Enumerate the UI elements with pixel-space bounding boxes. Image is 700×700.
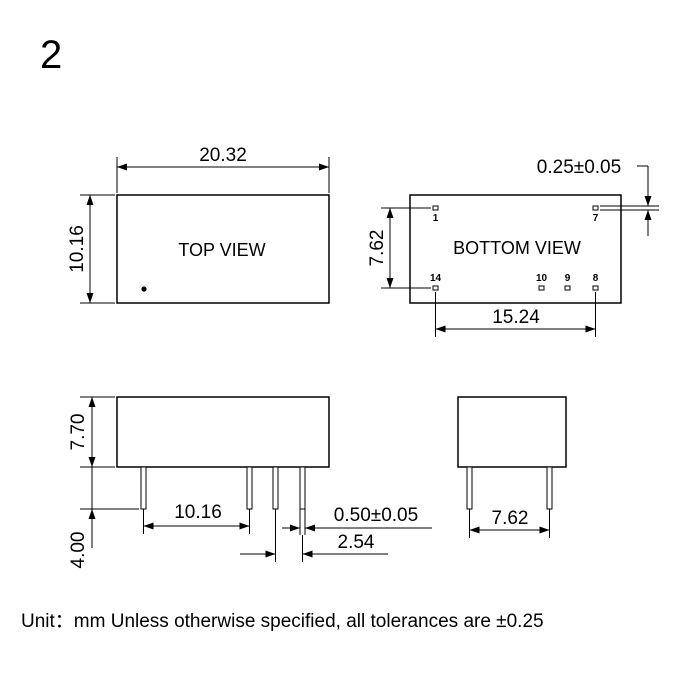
bottom-view-body bbox=[409, 194, 622, 304]
dim-pin-spacing-10-label: 10.16 bbox=[174, 502, 222, 523]
pin-pad-1 bbox=[432, 205, 439, 211]
dim-pin-row-spacing-label: 7.62 bbox=[367, 230, 388, 267]
dim-length: 20.32 bbox=[116, 145, 330, 193]
dim-side-pin-spacing-label: 7.62 bbox=[492, 508, 529, 529]
bottom-view: BOTTOM VIEW 1 7 14 10 9 8 7.62 bbox=[367, 157, 659, 337]
pin-pad-9 bbox=[564, 285, 571, 291]
dim-pin-width-label: 0.50±0.05 bbox=[334, 505, 418, 526]
dim-pin-spacing-10: 10.16 bbox=[143, 502, 250, 534]
top-view-body bbox=[116, 194, 330, 304]
side-view-body bbox=[457, 396, 567, 468]
pin-label-8: 8 bbox=[593, 273, 599, 284]
front-pin-3 bbox=[272, 466, 279, 510]
top-view-label: TOP VIEW bbox=[178, 240, 265, 260]
unit-note: Unit：mm Unless otherwise specified, all … bbox=[21, 611, 544, 632]
dim-pin-span: 15.24 bbox=[435, 292, 596, 337]
pin-label-10: 10 bbox=[536, 273, 548, 284]
side-pin-left bbox=[466, 466, 473, 510]
dim-height: 7.70 bbox=[68, 396, 115, 468]
pin-label-1: 1 bbox=[433, 213, 439, 224]
pin-pad-8 bbox=[592, 285, 599, 291]
dim-pin-length-label: 4.00 bbox=[68, 532, 89, 569]
dim-length-label: 20.32 bbox=[199, 145, 247, 166]
dim-pin-span-label: 15.24 bbox=[492, 307, 540, 328]
pin-label-7: 7 bbox=[593, 213, 599, 224]
front-pin-1 bbox=[140, 466, 147, 510]
pin-pad-14 bbox=[432, 285, 439, 291]
dim-pin-pitch: 2.54 bbox=[240, 509, 388, 562]
dim-width-label: 10.16 bbox=[67, 225, 88, 273]
pin-pad-7 bbox=[592, 205, 599, 211]
front-pin-2 bbox=[246, 466, 253, 510]
pin-label-14: 14 bbox=[430, 273, 442, 284]
front-view: 7.70 4.00 10.16 0.50±0.05 bbox=[68, 396, 432, 568]
bottom-view-label: BOTTOM VIEW bbox=[453, 238, 581, 258]
front-pin-4 bbox=[299, 466, 306, 510]
dim-pin-thickness: 0.25±0.05 bbox=[537, 157, 659, 236]
pin-label-9: 9 bbox=[565, 273, 571, 284]
dim-pin-thickness-label: 0.25±0.05 bbox=[537, 157, 621, 178]
dim-width: 10.16 bbox=[67, 194, 115, 304]
dim-height-label: 7.70 bbox=[68, 414, 89, 451]
figure-number: 2 bbox=[40, 33, 62, 77]
dim-pin-row-spacing: 7.62 bbox=[367, 207, 431, 289]
side-pin-right bbox=[546, 466, 553, 510]
top-view: TOP VIEW 20.32 10.16 bbox=[67, 145, 330, 304]
pin-pad-10 bbox=[538, 285, 545, 291]
side-view: 7.62 bbox=[457, 396, 567, 538]
dim-pin-length: 4.00 bbox=[68, 467, 139, 568]
pin1-marker-dot bbox=[141, 286, 147, 292]
dim-pin-pitch-label: 2.54 bbox=[338, 532, 375, 553]
dim-pin-width: 0.50±0.05 bbox=[282, 505, 432, 535]
front-view-body bbox=[116, 396, 330, 468]
dim-side-pin-spacing: 7.62 bbox=[469, 508, 550, 538]
